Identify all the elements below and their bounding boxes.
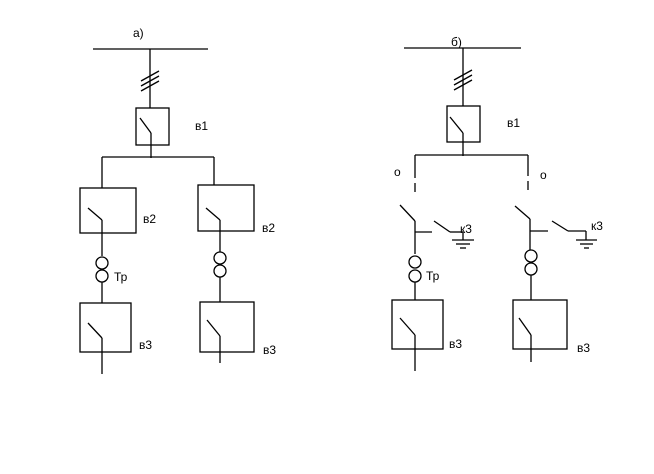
breaker-v1-a bbox=[135, 107, 170, 146]
breaker-v3-b-left bbox=[391, 299, 444, 350]
breaker-v1-b-label: в1 bbox=[507, 116, 520, 130]
transformer-b-right-winding-2 bbox=[524, 262, 538, 276]
short-circuiter-b-left-label: к3 bbox=[460, 222, 472, 236]
scheme-b: б) в1 о к3 bbox=[391, 35, 603, 371]
transformer-a-right-winding-1 bbox=[213, 251, 227, 265]
scheme-a: а) в1 в2 в2 Тр bbox=[79, 26, 276, 374]
transformer-a-left-label: Тр bbox=[114, 270, 128, 284]
short-circuiter-b-right bbox=[551, 220, 569, 232]
transformer-b-right-winding-1 bbox=[524, 249, 538, 263]
scheme-a-label: а) bbox=[133, 26, 144, 40]
transformer-a-left-winding-1 bbox=[95, 256, 109, 270]
scheme-b-label: б) bbox=[451, 35, 462, 49]
ground-icon bbox=[576, 239, 597, 249]
breaker-v1-a-label: в1 bbox=[195, 119, 208, 133]
short-circuiter-b-left bbox=[433, 220, 451, 233]
transformer-a-right-winding-2 bbox=[213, 264, 227, 278]
ground-icon bbox=[452, 239, 474, 249]
three-phase-mark-b bbox=[453, 69, 473, 91]
breaker-v3-a-right bbox=[199, 301, 255, 353]
transformer-b-left-winding-2 bbox=[408, 269, 422, 283]
breaker-v2-a-right-label: в2 bbox=[262, 221, 275, 235]
breaker-v3-b-left-label: в3 bbox=[449, 337, 462, 351]
transformer-b-left-winding-1 bbox=[408, 255, 422, 269]
short-circuiter-b-right-label: к3 bbox=[591, 219, 603, 233]
three-phase-mark-a bbox=[140, 70, 160, 92]
breaker-v2-a-left bbox=[79, 187, 137, 234]
breaker-v3-a-right-label: в3 bbox=[263, 343, 276, 357]
transformer-b-left-label: Тр bbox=[426, 269, 440, 283]
breaker-v2-a-right bbox=[197, 184, 255, 232]
breaker-v2-a-left-label: в2 bbox=[143, 212, 156, 226]
disconnector-b-left-label: о bbox=[394, 165, 401, 179]
breaker-v3-a-left bbox=[79, 302, 132, 353]
breaker-v3-b-right bbox=[512, 299, 568, 350]
breaker-v3-b-right-label: в3 bbox=[577, 341, 590, 355]
transformer-a-left-winding-2 bbox=[95, 269, 109, 283]
disconnector-b-right-label: о bbox=[540, 168, 547, 182]
breaker-v3-a-left-label: в3 bbox=[139, 338, 152, 352]
breaker-v1-a-contact bbox=[139, 117, 152, 134]
